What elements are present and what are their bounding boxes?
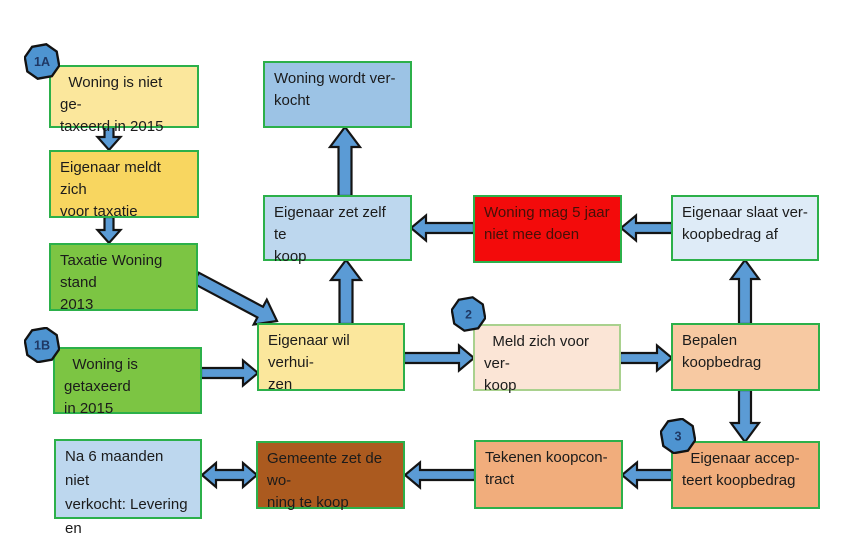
arrow-red-to-zetzelf: [409, 213, 476, 243]
arrow-meldt-to-taxatie: [95, 215, 123, 245]
octagon-icon: [24, 327, 60, 363]
node-na-6-maanden: Na 6 maanden niet verkocht: Levering en …: [54, 439, 202, 537]
octagon-icon: [24, 43, 60, 80]
arrow-verhuizen-to-meld: [402, 343, 476, 373]
node-woning-wordt-verkocht: Woning wordt ver- kocht: [263, 61, 412, 128]
node-woning-getaxeerd: Woning is getaxeerd in 2015: [53, 347, 202, 417]
badge-label: 3: [674, 430, 681, 444]
badge-label: 1B: [34, 339, 50, 353]
badge-step-2: 2: [451, 296, 486, 332]
badge-step-1a: 1A: [24, 43, 60, 80]
arrow-bepalen-to-slaat: [728, 258, 762, 326]
octagon-icon: [451, 296, 486, 332]
badge-step-3: 3: [660, 418, 696, 454]
arrow-zetzelf-to-verkocht: [327, 125, 363, 198]
arrow-meld-to-bepalen: [618, 343, 674, 373]
badge-step-1b: 1B: [24, 327, 60, 363]
node-eigenaar-zet-zelf-te-koop: Eigenaar zet zelf te koop: [263, 195, 412, 265]
arrow-getaxeerd-to-verhuizen: [199, 358, 260, 388]
badge-label: 1A: [34, 55, 50, 69]
arrow-taxatie-to-verhuizen: [191, 271, 279, 326]
node-eigenaar-slaat-af: Eigenaar slaat ver- koopbedrag af: [671, 195, 819, 261]
arrow-accepteert-to-tekenen: [620, 460, 674, 490]
node-eigenaar-accepteert: Eigenaar accep- teert koopbedrag: [671, 441, 820, 509]
arrow-verhuizen-to-zetzelf: [328, 258, 364, 326]
node-woning-mag-niet-meedoen: Woning mag 5 jaar niet mee doen: [473, 195, 622, 263]
arrow-nottaxed-to-meldt: [95, 125, 123, 152]
node-eigenaar-wil-verhuizen: Eigenaar wil verhui- zen: [257, 323, 405, 393]
node-gemeente-zet-te-koop: Gemeente zet de wo- ning te koop: [256, 441, 405, 511]
node-woning-niet-getaxeerd: Woning is niet ge- taxeerd in 2015: [49, 65, 199, 135]
badge-label: 2: [465, 307, 472, 321]
arrow-tekenen-to-gemeente: [403, 460, 477, 490]
node-taxatie-woning-2013: Taxatie Woning stand 2013: [49, 243, 198, 313]
arrow-bepalen-to-accepteert: [728, 388, 762, 444]
octagon-icon: [660, 418, 696, 454]
node-tekenen-koopcontract: Tekenen koopcon- tract: [474, 440, 623, 509]
node-bepalen-koopbedrag: Bepalen koopbedrag: [671, 323, 820, 391]
node-meld-zich-voor-verkoop: Meld zich voor ver- koop: [473, 324, 621, 394]
node-eigenaar-meldt-taxatie: Eigenaar meldt zich voor taxatie: [49, 150, 199, 220]
arrow-na6-gemeente: [200, 460, 259, 490]
arrow-slaat-to-red: [619, 213, 674, 243]
